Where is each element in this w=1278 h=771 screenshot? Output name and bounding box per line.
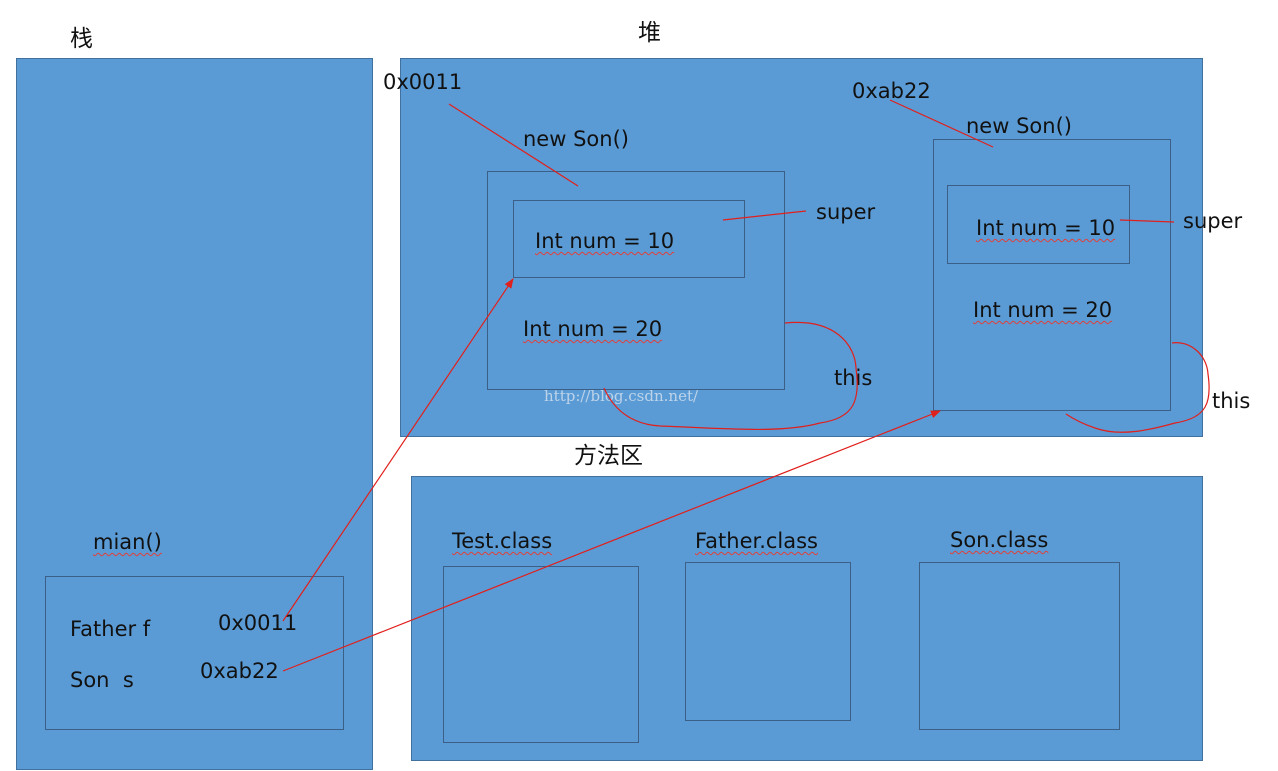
heap-object-0-address: 0x0011 xyxy=(383,70,463,94)
heap-object-1-ctor: new Son() xyxy=(966,114,1072,138)
class-label-test: Test.class xyxy=(452,529,553,553)
stack-title: 栈 xyxy=(70,26,93,52)
stack-region xyxy=(16,58,373,770)
heap-object-1-super-field: Int num = 10 xyxy=(976,216,1116,240)
watermark: http://blog.csdn.net/ xyxy=(544,387,699,405)
heap-object-1-super-box xyxy=(947,185,1130,264)
heap-object-0-ctor: new Son() xyxy=(523,127,629,151)
heap-object-1-field: Int num = 20 xyxy=(973,298,1113,322)
this-1-curve xyxy=(1065,342,1210,433)
stack-frame-box xyxy=(45,576,344,730)
heap-object-1-box xyxy=(933,139,1171,411)
heap-object-1-address: 0xab22 xyxy=(852,79,931,103)
address-0-leader-line xyxy=(448,103,579,187)
heap-object-0-this-label: this xyxy=(834,366,873,390)
class-box-father xyxy=(685,562,851,721)
stack-var-name-0: Father f xyxy=(70,617,151,641)
stack-var-name-1: Son s xyxy=(70,668,134,692)
pointer-arrow-1 xyxy=(282,410,941,672)
class-label-son: Son.class xyxy=(950,528,1049,552)
heap-object-0-field: Int num = 20 xyxy=(523,317,663,341)
class-label-father: Father.class xyxy=(695,529,818,553)
stack-frame-label: mian() xyxy=(93,530,162,554)
address-1-leader-line xyxy=(889,99,994,148)
class-box-test xyxy=(443,566,639,743)
heap-title: 堆 xyxy=(638,20,661,46)
method-area-title: 方法区 xyxy=(574,443,643,469)
heap-object-0-super-field: Int num = 10 xyxy=(535,229,675,253)
this-0-curve xyxy=(603,321,858,431)
heap-object-1-this-label: this xyxy=(1212,389,1251,413)
stack-var-value-1: 0xab22 xyxy=(200,659,279,683)
pointer-arrow-0 xyxy=(282,278,514,622)
heap-region xyxy=(400,58,1203,437)
heap-object-0-super-box xyxy=(513,200,745,278)
stack-var-value-0: 0x0011 xyxy=(218,611,298,635)
heap-object-1-super-label: super xyxy=(1183,209,1243,233)
super-1-leader-line xyxy=(1119,219,1175,223)
class-box-son xyxy=(919,562,1120,730)
method-area-region xyxy=(411,476,1203,761)
heap-object-0-super-label: super xyxy=(816,200,876,224)
heap-object-0-box xyxy=(487,171,785,390)
super-0-leader-line xyxy=(722,210,807,221)
